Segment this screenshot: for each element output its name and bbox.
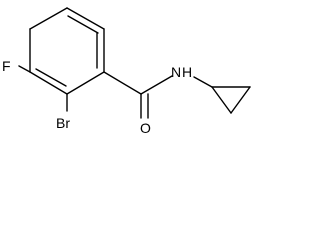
cyclopropyl-bond-2 [230, 86, 251, 114]
ring-bond-c6-c1 [66, 7, 105, 30]
ring-bond-c5-c6 [29, 7, 68, 30]
benzene-ring [29, 7, 105, 95]
ring-double-bond-inner-c6-c1 [67, 15, 99, 34]
chemical-structure-diagram: F Br O N H [2, 7, 251, 136]
bond-carbonyl-to-nitrogen [140, 75, 173, 95]
atom-label-amide-nitrogen: N [171, 64, 181, 80]
atom-label-fluorine: F [2, 58, 11, 74]
ring-bond-c2-c3 [66, 71, 105, 95]
atom-label-amide-hydrogen: H [182, 64, 192, 80]
ring-double-bond-inner-c3-c4 [35, 68, 67, 87]
bond-ring-to-fluorine [18, 65, 31, 73]
cyclopropyl-ring [211, 86, 251, 114]
bond-ring-to-carbonyl [103, 71, 142, 95]
ring-bond-c3-c4 [29, 71, 68, 95]
bond-nitrogen-to-cyclopropyl [193, 76, 213, 88]
atom-label-oxygen: O [140, 120, 151, 136]
cyclopropyl-bond-3 [211, 86, 232, 114]
atom-label-bromine: Br [56, 115, 70, 131]
